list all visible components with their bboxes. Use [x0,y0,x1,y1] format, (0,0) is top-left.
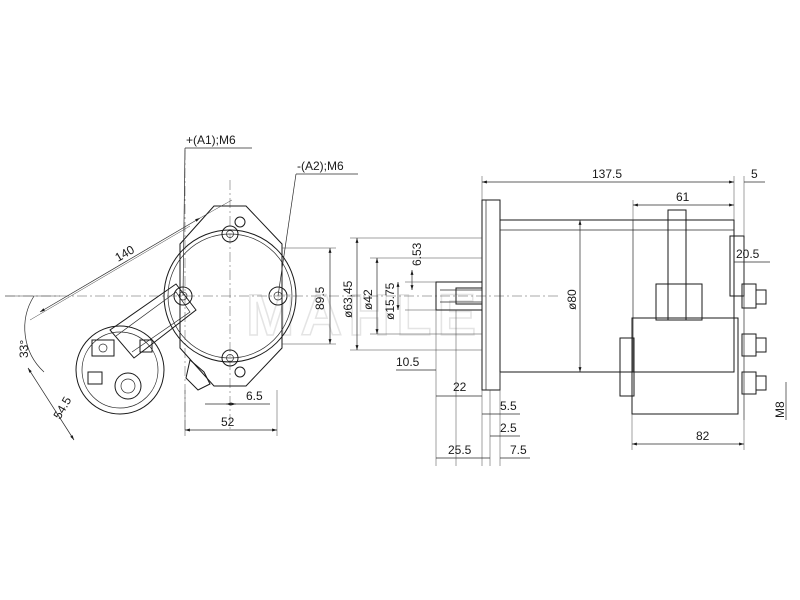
dim-63-45: ø63.45 [341,280,355,318]
dim-82: 82 [696,429,710,443]
dim-25-5: 25.5 [448,443,472,457]
side-view [350,176,787,466]
dim-22: 22 [453,380,467,394]
end-view [5,147,358,441]
dim-52: 52 [221,415,235,429]
dim-61: 61 [676,190,690,204]
dim-6-53: 6.53 [410,242,424,266]
dim-80: ø80 [565,289,579,310]
dim-10-5: 10.5 [396,355,420,369]
dim-6-5: 6.5 [246,389,263,403]
dim-7-5: 7.5 [510,443,527,457]
dim-137-5: 137.5 [592,167,622,181]
dim-5-5: 5.5 [500,399,517,413]
dim-42: ø42 [361,289,375,310]
dim-2-5: 2.5 [500,421,517,435]
dim-m8: M8 [773,401,787,418]
dim-33-deg: 33° [17,340,31,358]
terminal-a2-label: -(A2);M6 [297,159,344,173]
dim-54-5: 54.5 [50,394,74,422]
dim-15-75: ø15.75 [383,282,397,320]
dim-5: 5 [751,167,758,181]
brand-watermark: MAHLE [246,283,482,348]
dim-20-5: 20.5 [736,247,760,261]
dim-140: 140 [113,242,138,264]
dim-89-5: 89.5 [313,286,327,310]
terminal-a1-label: +(A1);M6 [186,133,236,147]
